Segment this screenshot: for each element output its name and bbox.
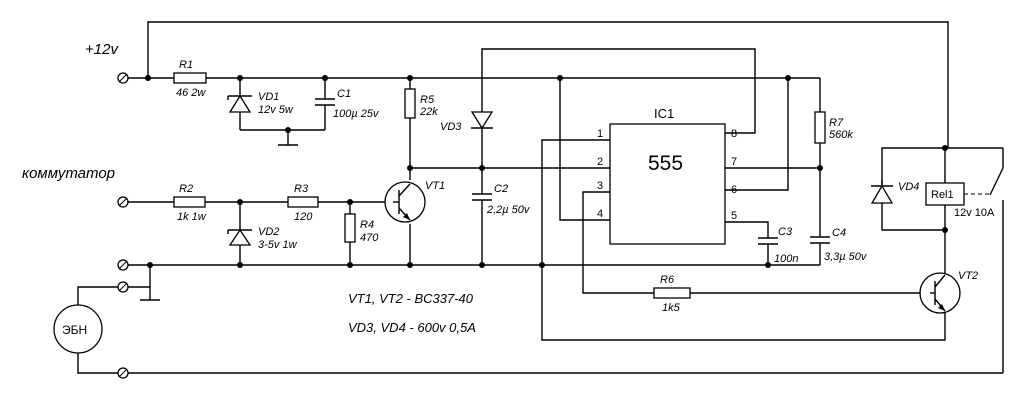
r4-label: R4 [360,219,374,231]
supply-label: +12v [85,41,119,58]
ic-pin-4: 4 [597,208,603,220]
c3-label: C3 [778,226,793,238]
vd2-label: VD2 [258,226,279,238]
r1-label: R1 [179,59,193,71]
r5-value: 22k [419,106,438,118]
c1-value: 100µ 25v [333,108,380,120]
rel1-label: Rel1 [931,189,954,201]
resistor-r4: R4 470 [344,213,379,244]
terminal-supply [117,72,129,84]
vt2-label: VT2 [958,270,978,282]
r3-label: R3 [294,183,309,195]
r2-label: R2 [179,183,193,195]
terminal-input [117,196,129,208]
terminal-ground [117,259,129,271]
transistor-vt1: VT1 [384,180,445,223]
input-label: коммутатор [22,165,115,182]
capacitor-c3: C3 100n [758,226,798,265]
c2-value: 2,2µ 50v [486,204,531,216]
ic-pin-5: 5 [731,210,737,222]
r3-value: 120 [294,211,313,223]
wires [77,21,1004,374]
c4-label: C4 [832,227,846,239]
note-transistors: VT1, VT2 - BC337-40 [348,291,474,306]
capacitor-c2: C2 2,2µ 50v [472,183,531,216]
transistor-vt2: VT2 [919,270,978,314]
r4-value: 470 [360,232,379,244]
resistor-r1: R1 46 2w [173,59,207,99]
ic-part: 555 [648,152,683,175]
capacitor-c4: C4 3,3µ 50v [810,227,868,263]
c3-value: 100n [774,253,798,265]
resistor-r3: R3 120 [287,183,319,223]
resistor-r6: R6 1k5 [653,274,691,314]
terminal-load-b [117,367,129,379]
vd1-value: 12v 5w [258,104,294,116]
zener-vd2: VD2 3-5v 1w [227,225,298,251]
ic-pin-7: 7 [731,156,737,168]
vt1-label: VT1 [425,180,445,192]
terminal-load-a [117,281,129,293]
ic-pin-2: 2 [597,156,603,168]
load-label: ЭБН [62,323,87,337]
ic-pin-3: 3 [597,180,603,192]
rel1-value: 12v 10A [954,207,995,219]
vd2-value: 3-5v 1w [258,239,298,251]
r6-value: 1k5 [662,302,681,314]
r7-label: R7 [829,117,844,129]
diode-vd4: VD4 [870,181,919,204]
terminals [117,72,129,379]
junctions [145,75,948,268]
ic-pin-8: 8 [731,128,737,140]
zener-vd1: VD1 12v 5w [227,90,294,118]
r6-label: R6 [660,274,675,286]
resistor-r2: R2 1k 1w [173,183,207,223]
diode-vd3: VD3 [440,111,494,133]
c4-value: 3,3µ 50v [824,251,868,263]
r2-value: 1k 1w [177,211,207,223]
vd3-label: VD3 [440,121,462,133]
note-diodes: VD3, VD4 - 600v 0,5A [348,320,476,335]
load-motor: ЭБН [53,304,103,354]
ic-name: IC1 [654,106,674,121]
resistor-r7: R7 560k [814,111,853,144]
vd4-label: VD4 [898,181,919,193]
relay-rel1: Rel1 12v 10A [925,167,1004,219]
ic-555: IC1 555 1 2 3 4 5 6 7 8 [597,106,737,245]
r7-value: 560k [829,129,853,141]
resistor-r5: R5 22k [404,88,438,119]
ic-pin-6: 6 [731,184,737,196]
capacitor-c1: C1 100µ 25v [315,88,380,120]
vd1-label: VD1 [258,91,279,103]
ic-pin-1: 1 [597,128,603,140]
r5-label: R5 [420,94,435,106]
c2-label: C2 [494,183,508,195]
r1-value: 46 2w [176,87,206,99]
c1-label: C1 [337,88,351,100]
